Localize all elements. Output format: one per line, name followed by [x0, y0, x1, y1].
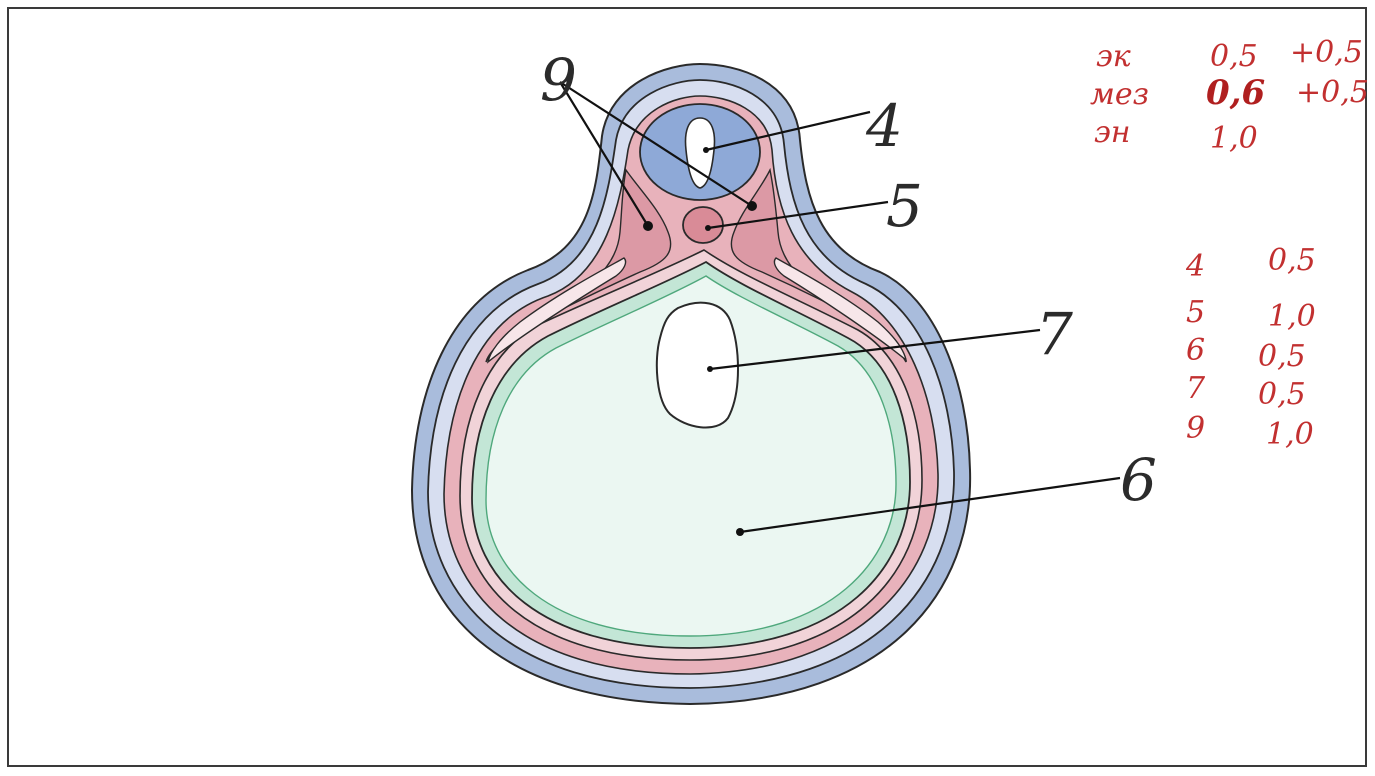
leader-6-dot: [736, 528, 744, 536]
leader-4-dot: [703, 147, 709, 153]
leader-5-dot: [705, 225, 711, 231]
primary-gut: [657, 303, 738, 428]
note-top-key-2: мез: [1090, 77, 1149, 112]
score-key-1: 4: [1185, 249, 1205, 284]
score-key-5: 9: [1186, 411, 1205, 446]
score-key-4: 7: [1186, 371, 1206, 406]
leader-7-dot: [707, 366, 713, 372]
note-top-value-2: 0,6: [1206, 73, 1265, 113]
score-value-5: 1,0: [1266, 417, 1314, 452]
note-top-key-3: эн: [1094, 115, 1131, 150]
notochord: [683, 207, 723, 243]
note-top-key-1: эк: [1096, 39, 1131, 74]
score-key-3: 6: [1186, 333, 1205, 368]
label-4: 4: [865, 92, 903, 160]
score-key-2: 5: [1186, 295, 1205, 330]
label-9: 9: [540, 46, 577, 114]
score-value-3: 0,5: [1258, 339, 1306, 374]
label-6: 6: [1120, 446, 1157, 514]
score-value-1: 0,5: [1268, 243, 1316, 278]
score-value-2: 1,0: [1268, 299, 1316, 334]
note-top-extra-2: +0,5: [1296, 75, 1369, 110]
note-top-value-3: 1,0: [1210, 121, 1258, 156]
label-7: 7: [1036, 300, 1073, 368]
note-top-value-1: 0,5: [1210, 39, 1258, 74]
label-5: 5: [886, 172, 923, 240]
note-top-extra-1: +0,5: [1290, 35, 1363, 70]
score-value-4: 0,5: [1258, 377, 1306, 412]
